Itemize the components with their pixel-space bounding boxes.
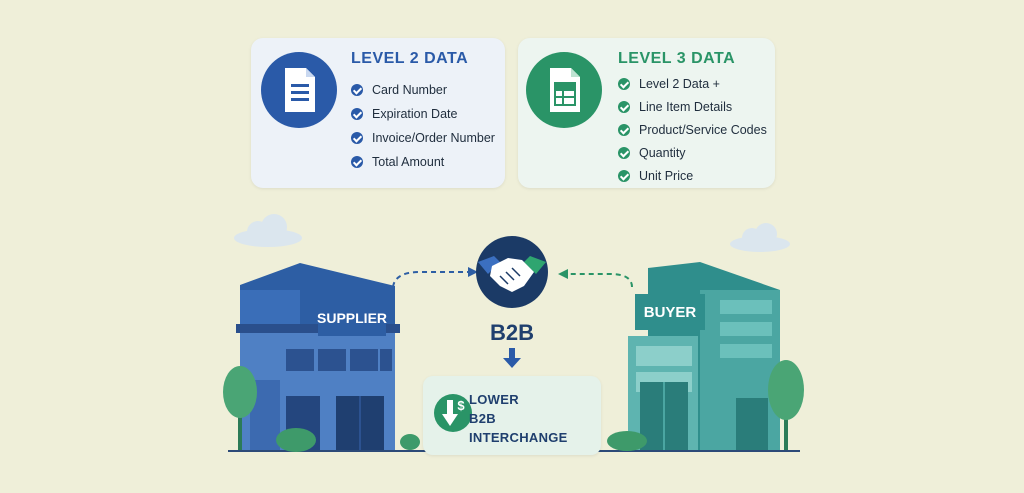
- check-icon: [618, 77, 630, 90]
- handshake-icon: [476, 236, 548, 308]
- result-card: $ LOWER B2B INTERCHANGE: [423, 376, 601, 455]
- list-item: Expiration Date: [351, 102, 495, 126]
- buyer-label: BUYER: [635, 294, 705, 330]
- check-icon: [618, 123, 630, 136]
- down-arrow: [503, 348, 521, 368]
- level2-title: LEVEL 2 DATA: [351, 50, 469, 67]
- level3-list: Level 2 Data + Line Item Details Product…: [618, 72, 767, 187]
- check-icon: [351, 156, 363, 168]
- level2-card: LEVEL 2 DATA Card Number Expiration Date…: [251, 38, 505, 188]
- cloud-icon: [730, 223, 790, 252]
- list-item: Total Amount: [351, 150, 495, 174]
- supplier-building: [236, 263, 400, 450]
- check-icon: [351, 108, 363, 120]
- buyer-arrow: [566, 273, 633, 288]
- level3-card: LEVEL 3 DATA Level 2 Data + Line Item De…: [518, 38, 775, 188]
- supplier-label: SUPPLIER: [317, 300, 387, 336]
- buyer-building: [628, 262, 780, 450]
- result-text: LOWER B2B INTERCHANGE: [469, 392, 568, 445]
- list-item: Level 2 Data +: [618, 72, 767, 95]
- list-item: Invoice/Order Number: [351, 126, 495, 150]
- check-icon: [618, 169, 630, 182]
- list-item: Unit Price: [618, 164, 767, 187]
- supplier-arrow: [392, 271, 470, 288]
- list-item: Card Number: [351, 78, 495, 102]
- tree-icon: [400, 360, 804, 451]
- spreadsheet-icon: [526, 52, 602, 128]
- tree-icon: [223, 366, 316, 452]
- check-icon: [351, 132, 363, 144]
- cloud-icon: [234, 214, 302, 247]
- level3-title: LEVEL 3 DATA: [618, 50, 736, 67]
- level2-list: Card Number Expiration Date Invoice/Orde…: [351, 78, 495, 174]
- list-item: Quantity: [618, 141, 767, 164]
- document-icon: [261, 52, 337, 128]
- svg-text:$: $: [457, 398, 465, 413]
- list-item: Line Item Details: [618, 95, 767, 118]
- b2b-label: B2B: [489, 320, 534, 345]
- down-arrow-dollar-icon: $: [434, 394, 472, 432]
- list-item: Product/Service Codes: [618, 118, 767, 141]
- check-icon: [618, 100, 630, 113]
- check-icon: [351, 84, 363, 96]
- check-icon: [618, 146, 630, 159]
